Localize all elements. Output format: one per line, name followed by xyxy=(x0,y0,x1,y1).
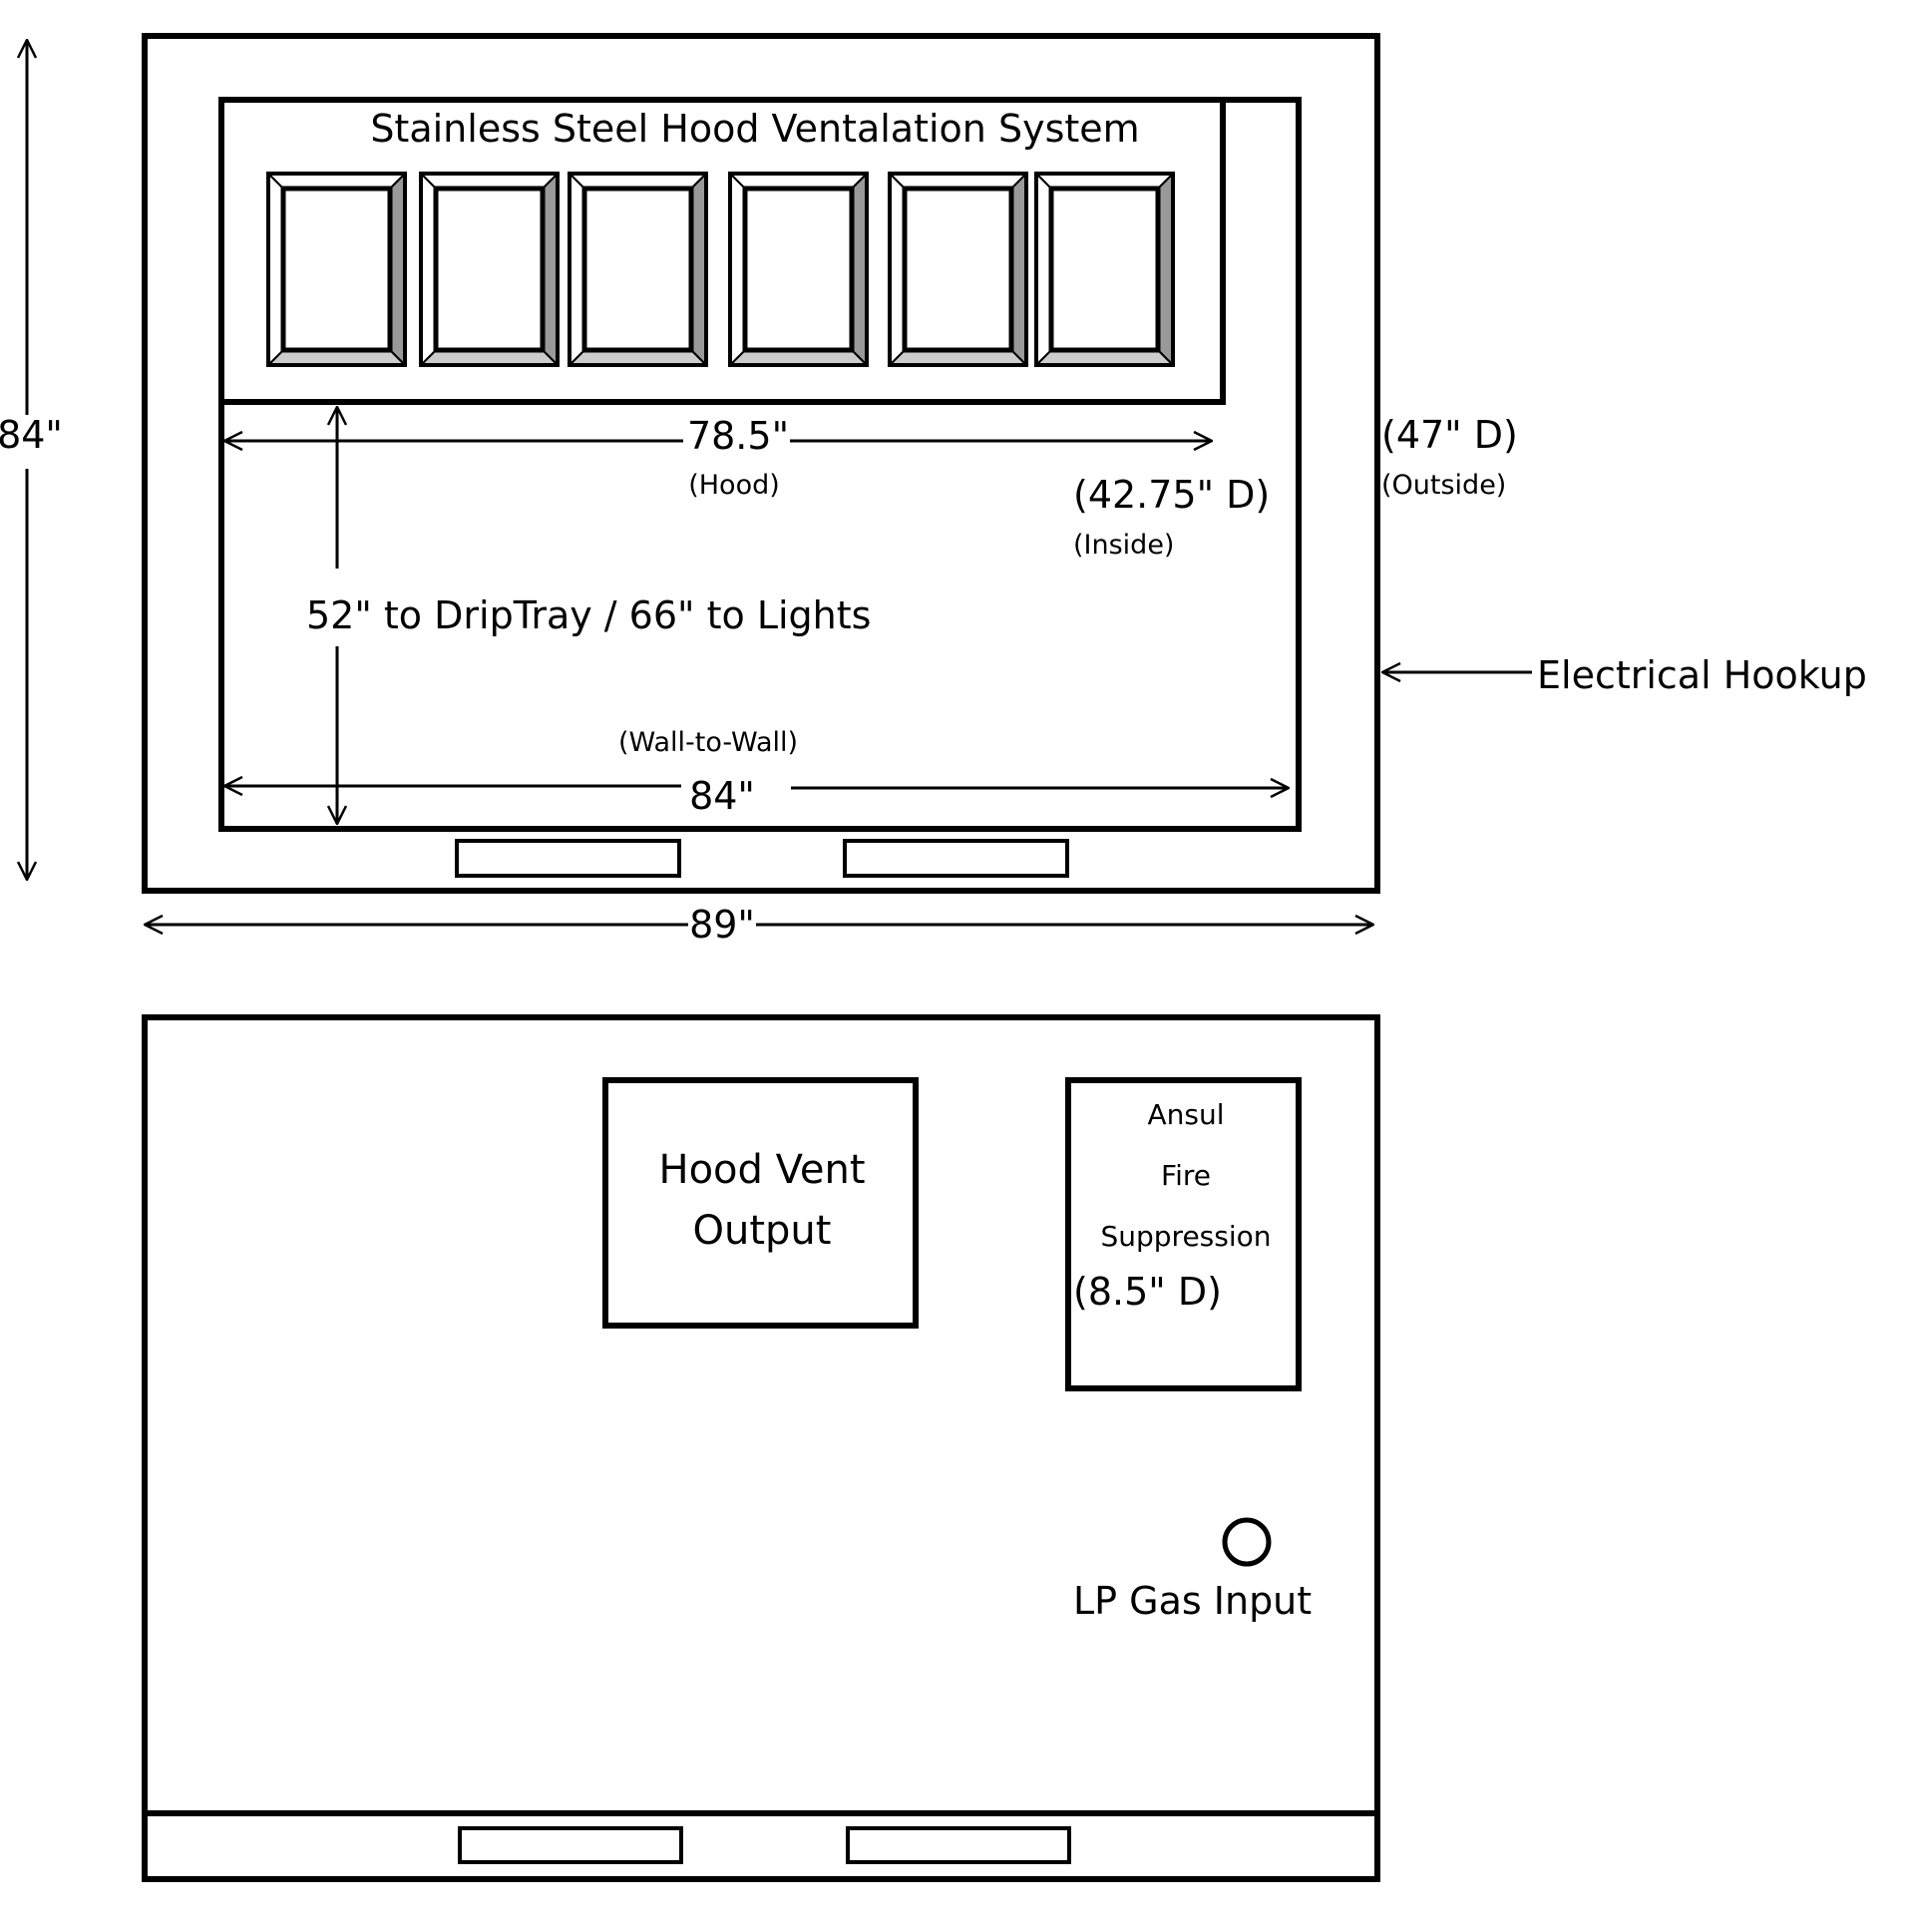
hood-filter xyxy=(1034,172,1175,367)
gas-input-icon xyxy=(1222,1517,1272,1567)
ansul-box xyxy=(1065,1077,1302,1391)
ansul-depth-label: (8.5" D) xyxy=(1073,1270,1222,1314)
hood-filter xyxy=(728,172,869,367)
wheel-well-right-top xyxy=(843,839,1069,878)
clearance-label: 52" to DripTray / 66" to Lights xyxy=(306,593,871,637)
wheel-well-left-top xyxy=(455,839,681,878)
hood-filter xyxy=(888,172,1028,367)
ansul-line1: Ansul xyxy=(1147,1098,1224,1131)
wall-width-note: (Wall-to-Wall) xyxy=(618,727,798,758)
hood-filter xyxy=(266,172,407,367)
outside-depth-note: (Outside) xyxy=(1381,470,1506,501)
wall-width-label: 84" xyxy=(689,774,755,818)
wall-width-dimension: (Wall-to-Wall) 84" xyxy=(224,727,1289,818)
hood-width-note: (Hood) xyxy=(688,470,780,501)
outside-depth-label: (47" D) xyxy=(1381,413,1518,457)
hood-vent-line2: Output xyxy=(693,1208,832,1254)
wheel-well-right-bottom xyxy=(846,1826,1071,1864)
top-view: Stainless Steel Hood Ventalation System … xyxy=(0,33,1867,947)
hood-title: Stainless Steel Hood Ventalation System xyxy=(370,107,1139,151)
bottom-view: Hood Vent Output Ansul Fire Suppression … xyxy=(142,1014,1380,1882)
outer-width-label: 89" xyxy=(689,903,755,947)
outer-width-dimension: 89" xyxy=(145,903,1373,947)
electrical-label: Electrical Hookup xyxy=(1537,653,1867,697)
hood-vent-line1: Hood Vent xyxy=(658,1147,865,1193)
ansul-line2: Fire xyxy=(1161,1159,1211,1192)
ansul-line3: Suppression xyxy=(1100,1220,1271,1253)
height-dimension: 84" xyxy=(0,40,63,880)
gas-input-label: LP Gas Input xyxy=(1073,1579,1312,1623)
hood-width-label: 78.5" xyxy=(687,414,789,458)
inside-depth-label: (42.75" D) xyxy=(1073,473,1270,517)
hood-filters xyxy=(266,172,1175,367)
hood-filter xyxy=(568,172,708,367)
hood-filter xyxy=(419,172,560,367)
inside-depth-note: (Inside) xyxy=(1073,530,1174,561)
hood-vent-output-box xyxy=(602,1077,919,1329)
hood-width-dimension: 78.5" (Hood) xyxy=(224,414,1212,501)
clearance-dimension: 52" to DripTray / 66" to Lights xyxy=(306,407,871,824)
height-label: 84" xyxy=(0,413,63,457)
wheel-well-left-bottom xyxy=(458,1826,683,1864)
